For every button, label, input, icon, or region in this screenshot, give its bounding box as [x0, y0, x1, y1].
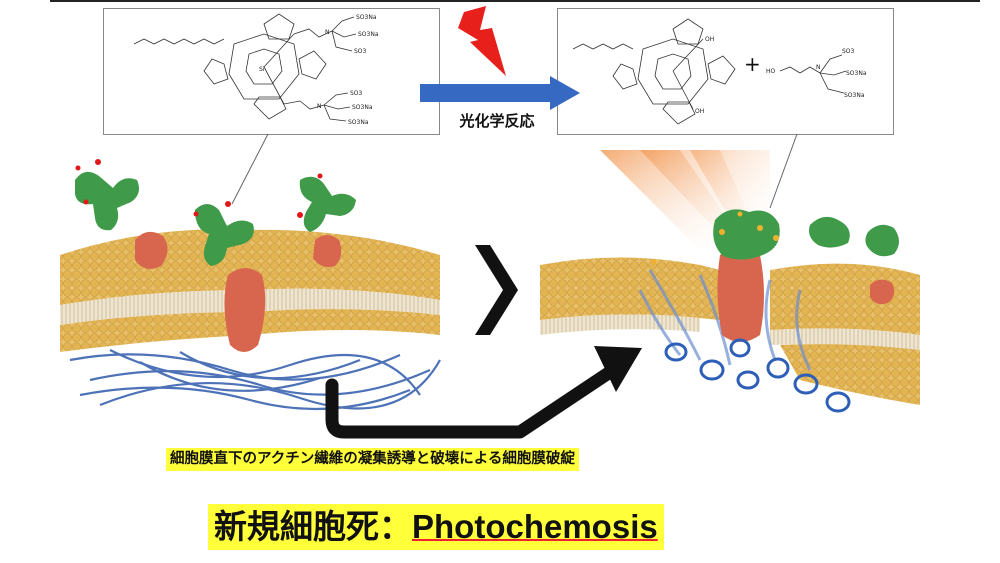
so3-label-product: SO3 [842, 48, 855, 55]
n-label-top: N [325, 29, 330, 36]
right-membrane [540, 257, 920, 405]
so3na-label-product-2: SO3Na [844, 92, 865, 99]
antibodies-left [75, 171, 356, 266]
ho-label: HO [766, 68, 776, 75]
reactant-structure: Si N N SO3Na SO3Na SO3 SO3 SO3Na SO3Na [133, 13, 379, 126]
reactant-structure-panel: Si N N SO3Na SO3Na SO3 SO3 SO3Na SO3Na [103, 8, 440, 135]
title-latin: Photochemosis [412, 508, 658, 545]
aggregated-actin-coils [664, 338, 851, 413]
product-structure: OH OH HO N SO3 SO3Na SO3Na [572, 18, 867, 125]
right-connector-line [769, 133, 798, 209]
top-rule [50, 0, 980, 2]
oh-label-top: OH [705, 36, 714, 43]
bent-arrow-icon [325, 346, 642, 439]
product-structure-panel: OH OH HO N SO3 SO3Na SO3Na [557, 8, 894, 135]
plus-sign: + [744, 52, 761, 76]
membrane-protein-right [717, 247, 764, 342]
so3na-label-1: SO3Na [356, 14, 377, 21]
so3na-label-2: SO3Na [358, 31, 379, 38]
antibodies-right [713, 209, 899, 305]
n-label-product: N [816, 64, 821, 71]
title-prefix: 新規細胞死： [214, 508, 412, 545]
reaction-label: 光化学反応 [459, 112, 535, 130]
so3na-label-3: SO3Na [352, 104, 373, 111]
so3-label-2: SO3 [350, 90, 363, 97]
oh-label-bottom: OH [695, 108, 704, 115]
n-label-bottom: N [317, 103, 322, 110]
so3na-label-product-1: SO3Na [846, 70, 867, 77]
so3-label-1: SO3 [354, 48, 367, 55]
actin-disruption-streaks [638, 269, 812, 371]
so3na-label-4: SO3Na [348, 119, 369, 126]
si-label: Si [259, 66, 265, 73]
photosensitizer-dots-right [651, 211, 779, 265]
left-connector-line [231, 133, 269, 205]
actin-filaments-left [69, 349, 441, 411]
main-title: 新規細胞死：Photochemosis [208, 504, 664, 550]
chevron-right-icon [475, 245, 518, 335]
right-arrow-icon [420, 76, 580, 110]
caption: 細胞膜直下のアクチン繊維の凝集誘導と破壊による細胞膜破綻 [166, 448, 579, 471]
lightning-bolt-icon [458, 6, 506, 76]
membrane-proteins-left [135, 231, 342, 352]
photosensitizer-dots-left [75, 159, 323, 218]
